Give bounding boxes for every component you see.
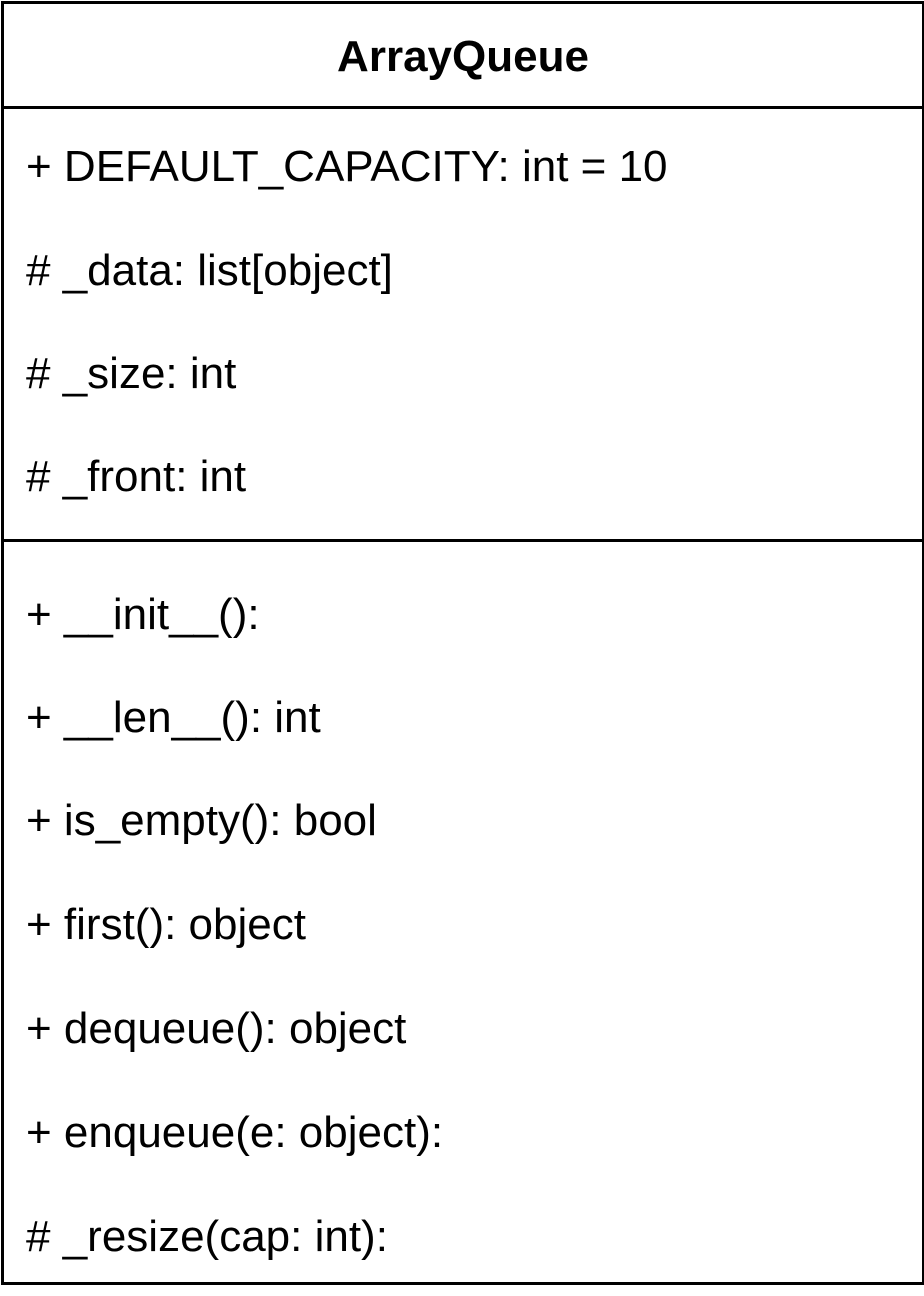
operation-init: + __init__(): [26, 590, 260, 639]
attribute-size: # _size: int [26, 349, 237, 398]
attribute-default-capacity: + DEFAULT_CAPACITY: int = 10 [26, 142, 668, 191]
operation-is-empty: + is_empty(): bool [26, 796, 377, 845]
operation-len: + __len__(): int [26, 693, 321, 742]
operation-first: + first(): object [26, 900, 306, 949]
operation-dequeue: + dequeue(): object [26, 1004, 407, 1053]
class-name: ArrayQueue [337, 32, 589, 81]
operations-divider [4, 539, 922, 542]
operation-enqueue: + enqueue(e: object): [26, 1108, 444, 1157]
attributes-divider [4, 106, 922, 109]
attribute-data: # _data: list[object] [26, 246, 393, 295]
operation-resize: # _resize(cap: int): [26, 1212, 388, 1261]
attribute-front: # _front: int [26, 452, 247, 501]
class-header: ArrayQueue [4, 4, 922, 106]
